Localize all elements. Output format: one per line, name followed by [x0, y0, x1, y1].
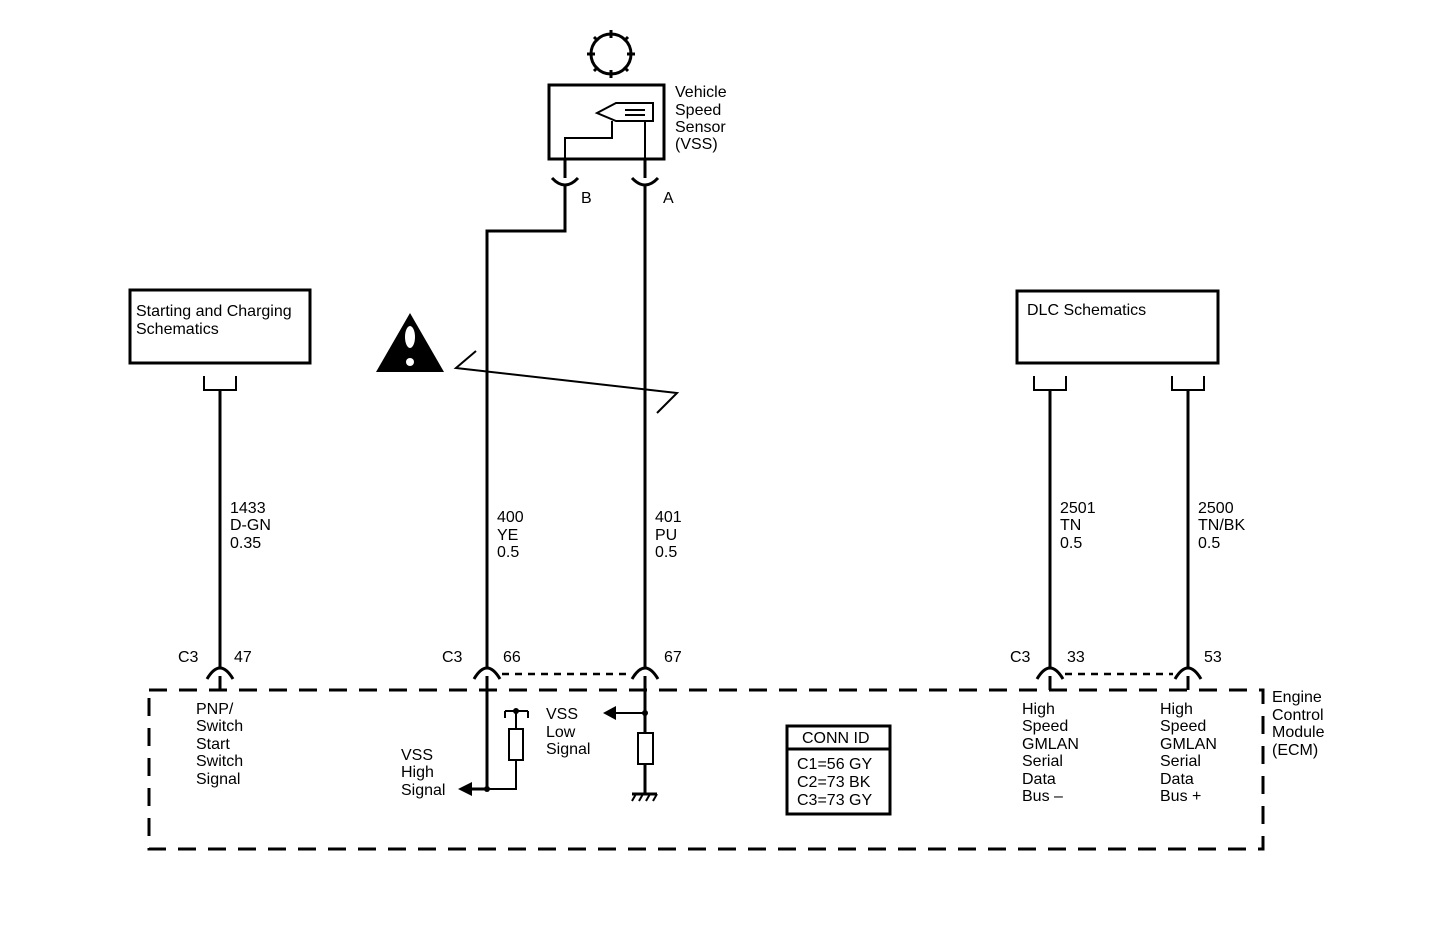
pnp-line-4: Switch: [196, 753, 243, 770]
ecm-label: Engine Control Module (ECM): [1272, 689, 1325, 759]
wire-1433-circuit: 1433: [230, 500, 266, 517]
connector-47-pin: 47: [234, 649, 252, 666]
connector-47-id: C3: [178, 649, 199, 666]
starting-box-line-1: Starting and Charging: [136, 303, 292, 320]
twisted-pair-marker: [453, 350, 680, 414]
bus-plus-line-6: Bus +: [1160, 788, 1201, 805]
conn-id-table: CONN ID C1=56 GY C2=73 BK C3=73 GY: [785, 724, 892, 816]
ecm-label-line-2: Control: [1272, 707, 1324, 724]
wire-400-label: 400 YE 0.5: [497, 509, 524, 561]
starting-box-line-2: Schematics: [136, 321, 219, 338]
wire-400-circuit: 400: [497, 509, 524, 526]
wire-2500-label: 2500 TN/BK 0.5: [1198, 500, 1245, 552]
wire-2501-gauge: 0.5: [1060, 535, 1082, 552]
wire-1433-label: 1433 D-GN 0.35: [230, 500, 271, 552]
dlc-schematics-box: DLC Schematics: [1015, 289, 1220, 391]
connector-33-pin: 33: [1067, 649, 1085, 666]
starting-charging-schematics-box: Starting and Charging Schematics: [128, 288, 312, 391]
sensor-label-line-4: (VSS): [675, 136, 718, 153]
wire-1433-color: D-GN: [230, 517, 271, 534]
wire-1433-gauge: 0.35: [230, 535, 261, 552]
wire-400-color: YE: [497, 527, 518, 544]
sensor-label-line-2: Speed: [675, 102, 721, 119]
vehicle-speed-sensor: Vehicle Speed Sensor (VSS): [547, 83, 727, 161]
wire-2501-circuit: 2501: [1060, 500, 1096, 517]
pin-b-label: B: [581, 190, 592, 207]
wire-401-circuit: 401: [655, 509, 682, 526]
pnp-line-3: Start: [196, 736, 230, 753]
sensor-label-line-1: Vehicle: [675, 84, 727, 101]
bus-plus-label: High Speed GMLAN Serial Data Bus +: [1160, 701, 1217, 805]
bus-minus-line-5: Data: [1022, 771, 1056, 788]
pnp-line-5: Signal: [196, 771, 240, 788]
bus-plus-line-3: GMLAN: [1160, 736, 1217, 753]
ground-icon: [631, 792, 658, 802]
tone-wheel-icon: [587, 30, 635, 78]
ecm-connector-33: C3 33: [1010, 649, 1085, 690]
vss-low-line-1: VSS: [546, 706, 578, 723]
ecm-label-line-4: (ECM): [1272, 742, 1318, 759]
vss-high-signal-label: VSS High Signal: [401, 747, 445, 799]
sensor-connector-b: B: [550, 159, 592, 207]
bus-minus-line-1: High: [1022, 701, 1055, 718]
wire-2500-color: TN/BK: [1198, 517, 1245, 534]
sensor-element-icon: [564, 102, 654, 159]
connector-66-id: C3: [442, 649, 463, 666]
vss-high-line-2: High: [401, 764, 434, 781]
conn-id-row-1: C1=56 GY: [797, 756, 872, 773]
conn-id-row-3: C3=73 GY: [797, 792, 872, 809]
ecm-connector-47: C3 47: [178, 649, 252, 690]
bus-plus-line-1: High: [1160, 701, 1193, 718]
pnp-line-2: Switch: [196, 718, 243, 735]
pnp-line-1: PNP/: [196, 701, 234, 718]
sensor-label-line-3: Sensor: [675, 119, 726, 136]
pnp-signal-label: PNP/ Switch Start Switch Signal: [196, 701, 243, 788]
bus-minus-line-3: GMLAN: [1022, 736, 1079, 753]
wire-2501-label: 2501 TN 0.5: [1060, 500, 1096, 552]
wire-2500-circuit: 2500: [1198, 500, 1234, 517]
vss-high-line-3: Signal: [401, 782, 445, 799]
wire-400-gauge: 0.5: [497, 544, 519, 561]
vss-low-line-2: Low: [546, 724, 576, 741]
caution-triangle-icon: [376, 313, 444, 372]
connector-33-id: C3: [1010, 649, 1031, 666]
connector-67-pin: 67: [664, 649, 682, 666]
ecm-boundary: [147, 688, 1265, 851]
wire-401-color: PU: [655, 527, 677, 544]
bus-plus-line-5: Data: [1160, 771, 1194, 788]
wire-400: [485, 186, 567, 668]
conn-id-row-2: C2=73 BK: [797, 774, 871, 791]
conn-id-title: CONN ID: [802, 730, 870, 747]
ecm-label-line-1: Engine: [1272, 689, 1322, 706]
ecm-label-line-3: Module: [1272, 724, 1325, 741]
wire-2500-gauge: 0.5: [1198, 535, 1220, 552]
dlc-box-label: DLC Schematics: [1027, 302, 1146, 319]
vss-low-circuit: [603, 676, 654, 793]
bus-plus-line-2: Speed: [1160, 718, 1206, 735]
wire-2501-color: TN: [1060, 517, 1081, 534]
ecm-connector-53: 53: [1173, 649, 1222, 690]
vss-low-line-3: Signal: [546, 741, 590, 758]
sensor-connector-a: A: [630, 159, 674, 207]
connector-53-pin: 53: [1204, 649, 1222, 666]
wire-401-label: 401 PU 0.5: [655, 509, 682, 561]
bus-minus-line-4: Serial: [1022, 753, 1063, 770]
vss-low-signal-label: VSS Low Signal: [546, 706, 590, 758]
bus-minus-line-2: Speed: [1022, 718, 1068, 735]
ecm-connector-67: 67: [630, 649, 682, 680]
vss-high-line-1: VSS: [401, 747, 433, 764]
pin-a-label: A: [663, 190, 674, 207]
wire-401-gauge: 0.5: [655, 544, 677, 561]
bus-plus-line-4: Serial: [1160, 753, 1201, 770]
connector-66-pin: 66: [503, 649, 521, 666]
bus-minus-line-6: Bus –: [1022, 788, 1063, 805]
ecm-connector-66: C3 66: [442, 649, 521, 680]
bus-minus-label: High Speed GMLAN Serial Data Bus –: [1022, 701, 1079, 805]
vss-high-circuit: [458, 676, 529, 796]
